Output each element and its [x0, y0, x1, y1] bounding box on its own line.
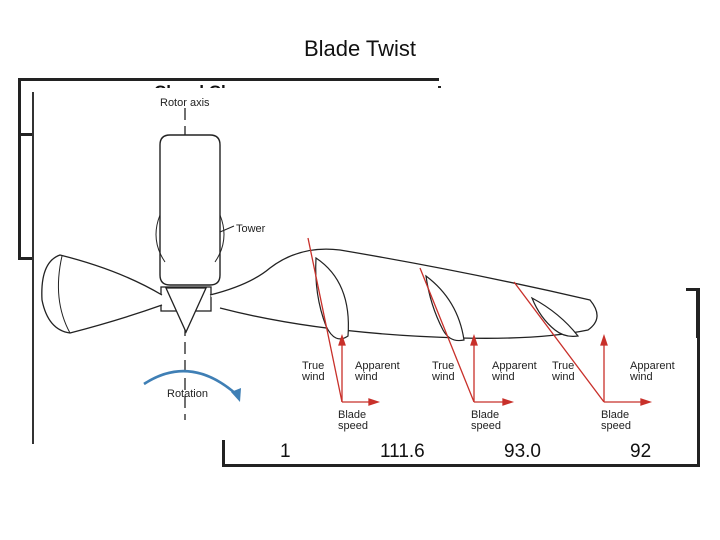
tower [159, 134, 221, 286]
rotation-arrow [143, 369, 237, 395]
table-heading: Chord Changes [154, 82, 281, 90]
table-cell: 111.6 [380, 441, 425, 462]
table-cell: 1 [280, 441, 291, 462]
left-blade [41, 254, 163, 334]
vector-diagram-1 [307, 237, 381, 406]
slide-title: Blade Twist [303, 36, 417, 61]
rotor-axis-label: Rotor axis [160, 97, 210, 109]
rotation-arrowhead [231, 388, 241, 402]
rotation-label: Rotation [167, 388, 208, 400]
airfoil-section [315, 256, 349, 340]
table-cell: 92 [630, 441, 652, 462]
tower-pointer [219, 225, 235, 233]
vector-diagram-2 [419, 267, 515, 406]
figure-edge [32, 92, 34, 444]
table-cell: 93.0 [504, 441, 541, 462]
tower-label: Tower [236, 223, 266, 235]
vector-diagram-3 [513, 281, 653, 406]
right-blade [209, 248, 598, 339]
airfoil-section [530, 296, 580, 337]
table-frame-edge [696, 288, 699, 338]
table-frame-edge [686, 288, 700, 291]
nose-cone [164, 287, 208, 334]
airfoil-section [425, 274, 465, 342]
